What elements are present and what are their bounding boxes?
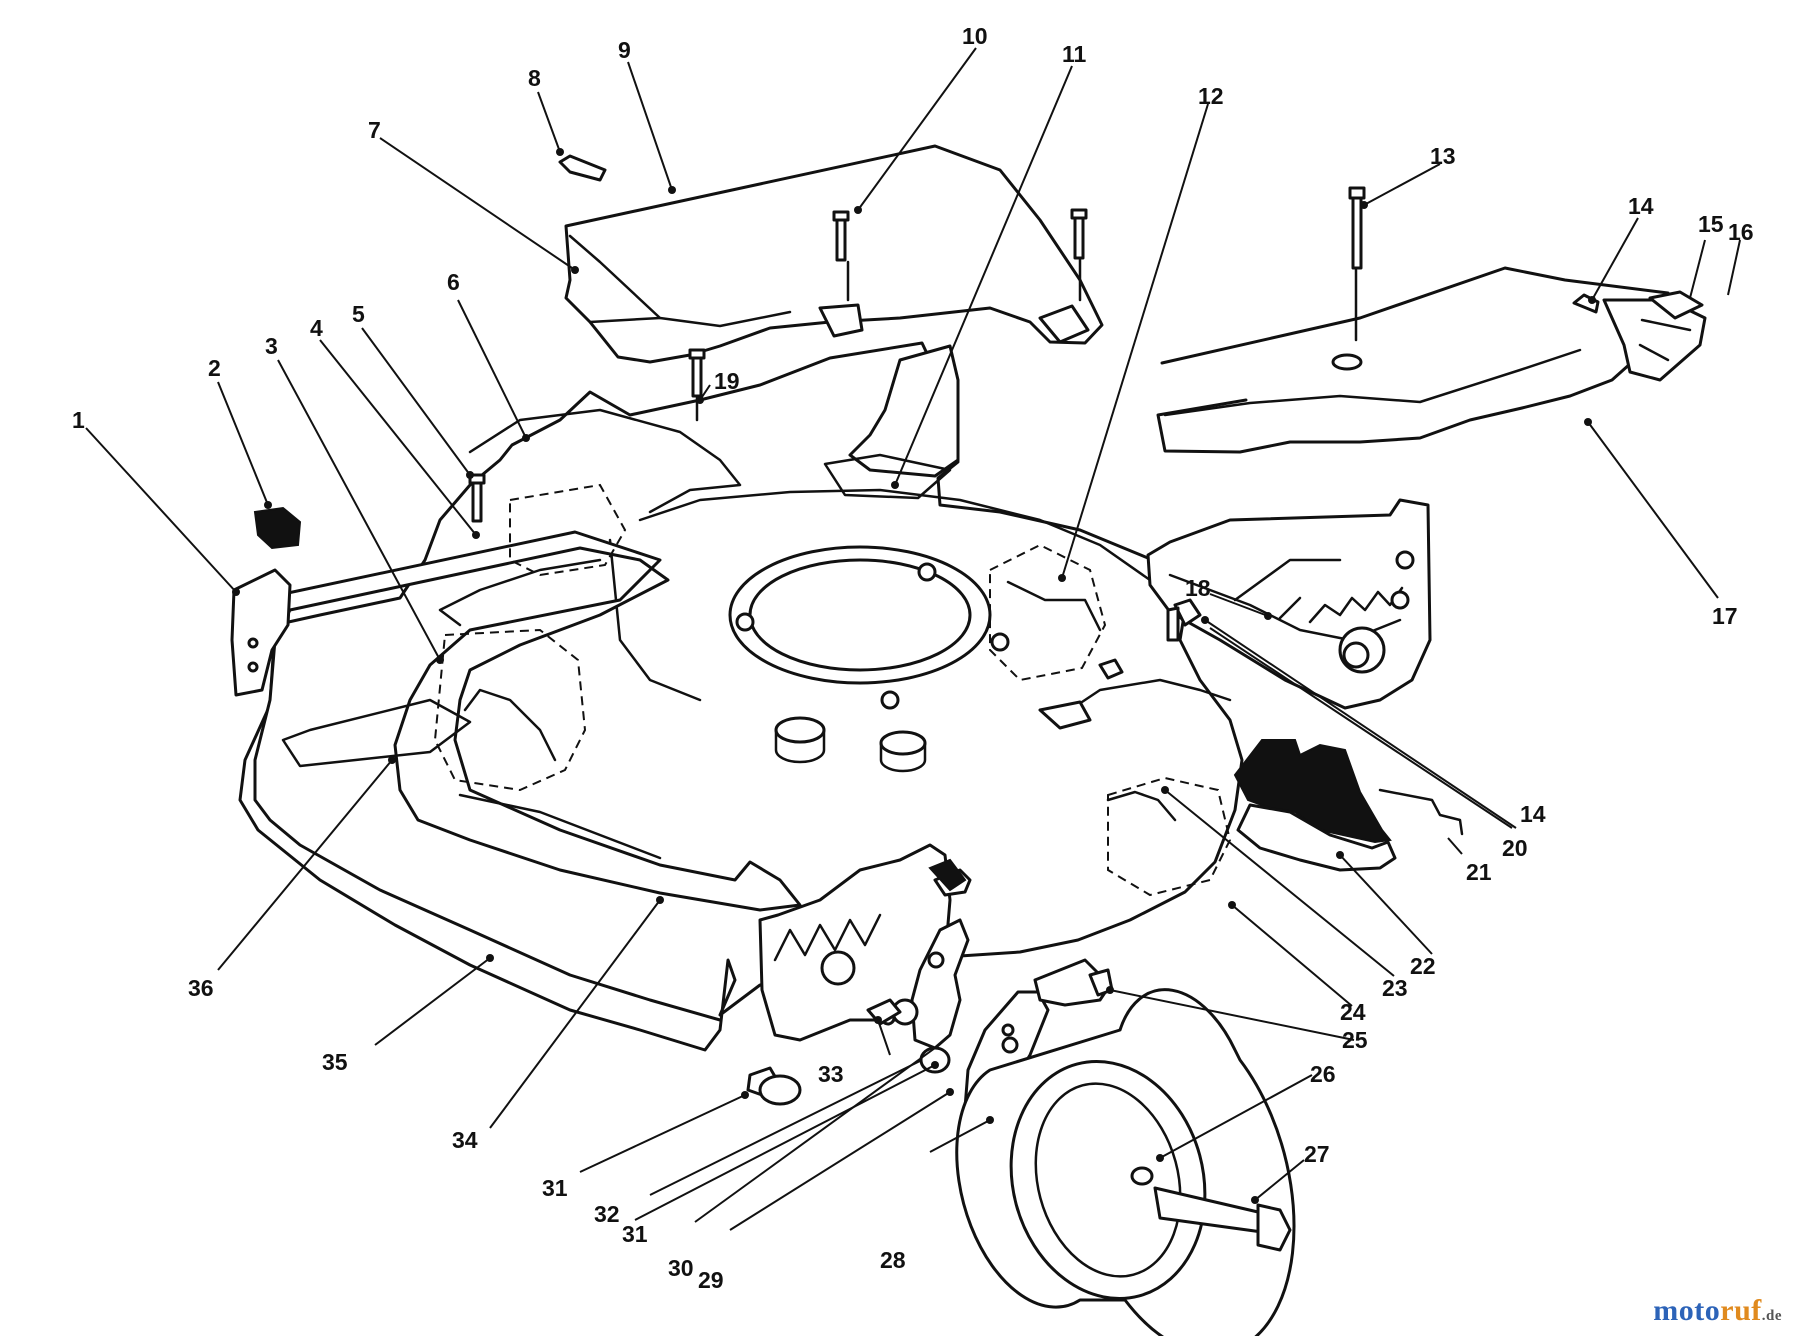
callout-31-left: 31 bbox=[542, 1175, 568, 1201]
callout-36: 36 bbox=[188, 975, 214, 1001]
callout-25: 25 bbox=[1342, 1027, 1368, 1053]
callout-8: 8 bbox=[528, 65, 541, 91]
callout-3: 3 bbox=[265, 333, 278, 359]
callout-9: 9 bbox=[618, 37, 631, 63]
callout-14-top: 14 bbox=[1628, 193, 1654, 219]
callout-6: 6 bbox=[447, 269, 460, 295]
callout-35: 35 bbox=[322, 1049, 348, 1075]
callout-28: 28 bbox=[880, 1247, 906, 1273]
watermark-logo: motoruf.de bbox=[1653, 1294, 1782, 1328]
callout-4: 4 bbox=[310, 315, 323, 341]
watermark-part-3: .de bbox=[1761, 1308, 1782, 1324]
callout-7: 7 bbox=[368, 117, 381, 143]
callout-2: 2 bbox=[208, 355, 221, 381]
callout-1: 1 bbox=[72, 407, 85, 433]
callout-26: 26 bbox=[1310, 1061, 1336, 1087]
rear-skirt-pad bbox=[1233, 739, 1464, 872]
callout-labels: 1 2 3 4 5 6 7 8 9 10 11 12 13 14 15 16 1… bbox=[72, 23, 1754, 1293]
front-height-adjuster bbox=[230, 506, 302, 697]
callout-12: 12 bbox=[1198, 83, 1224, 109]
callout-18: 18 bbox=[1185, 575, 1211, 601]
leader-dots bbox=[232, 148, 1596, 1204]
hidden-parts bbox=[433, 483, 1232, 897]
callout-27: 27 bbox=[1304, 1141, 1330, 1167]
callout-14-bottom: 14 bbox=[1520, 801, 1546, 827]
mower-deck bbox=[238, 341, 1244, 1052]
callout-20: 20 bbox=[1502, 835, 1528, 861]
callout-19: 19 bbox=[714, 368, 740, 394]
rear-flap bbox=[1156, 266, 1707, 454]
watermark-part-1: moto bbox=[1653, 1294, 1721, 1327]
callout-24: 24 bbox=[1340, 999, 1366, 1025]
callout-23: 23 bbox=[1382, 975, 1408, 1001]
watermark-part-2: ruf bbox=[1720, 1294, 1762, 1327]
callout-10: 10 bbox=[962, 23, 988, 49]
callout-11: 11 bbox=[1062, 41, 1087, 67]
callout-22: 22 bbox=[1410, 953, 1436, 979]
callout-13: 13 bbox=[1430, 143, 1456, 169]
callout-34: 34 bbox=[452, 1127, 478, 1153]
callout-16: 16 bbox=[1728, 219, 1754, 245]
callout-17: 17 bbox=[1712, 603, 1738, 629]
leader-lines bbox=[85, 47, 1741, 1231]
callout-30: 30 bbox=[668, 1255, 694, 1281]
front-wheel-assembly bbox=[746, 843, 1296, 1336]
callout-15: 15 bbox=[1698, 211, 1724, 237]
callout-5: 5 bbox=[352, 301, 365, 327]
hardware bbox=[468, 154, 1704, 730]
discharge-deflector bbox=[564, 144, 1104, 364]
callout-31-right: 31 bbox=[622, 1221, 648, 1247]
callout-32: 32 bbox=[594, 1201, 620, 1227]
callout-21: 21 bbox=[1466, 859, 1492, 885]
callout-29: 29 bbox=[698, 1267, 724, 1293]
callout-33: 33 bbox=[818, 1061, 844, 1087]
